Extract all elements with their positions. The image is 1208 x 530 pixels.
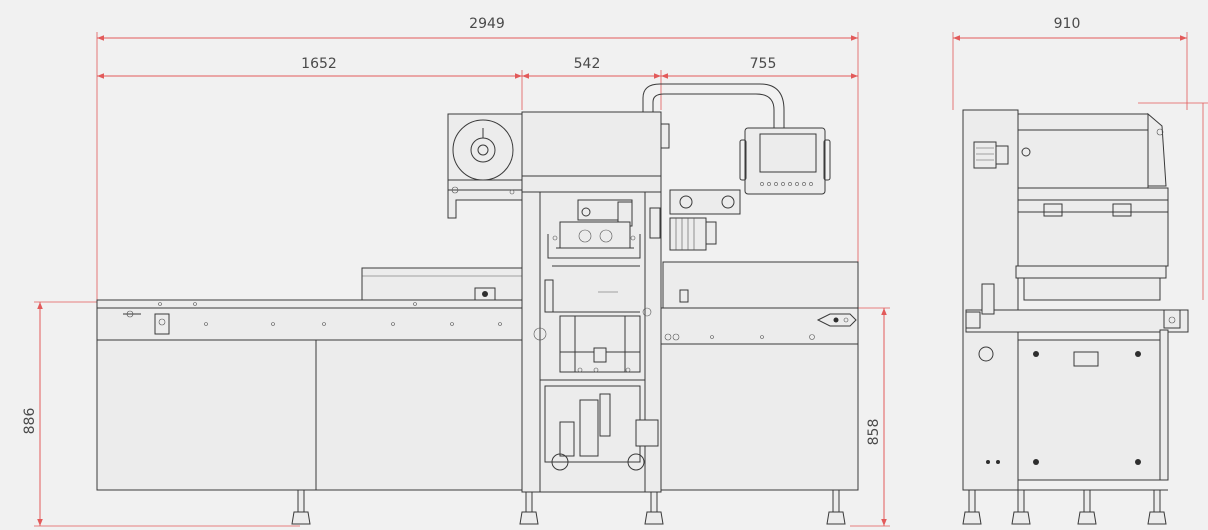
dim-label-station-width: 542 xyxy=(574,56,601,72)
dim-label-working-height: 858 xyxy=(866,419,882,446)
dim-label-infeed-length: 1652 xyxy=(301,56,337,72)
sealing-station xyxy=(519,111,670,525)
dimension-station-width: 542 xyxy=(521,56,662,110)
dim-label-overall-length: 2949 xyxy=(469,16,505,32)
outfeed-conveyor xyxy=(660,261,859,525)
front-view xyxy=(96,83,859,525)
dimension-side-width: 910 xyxy=(952,16,1188,110)
film-reel xyxy=(447,113,523,219)
side-view xyxy=(962,109,1189,525)
drive-motor xyxy=(669,189,741,251)
dimension-outfeed-length: 755 xyxy=(661,56,858,79)
dimension-working-height: 858 xyxy=(850,307,890,527)
spring-assembly xyxy=(973,141,1031,169)
dimension-side-partial xyxy=(1138,102,1208,300)
dim-label-side-width: 910 xyxy=(1054,16,1081,32)
dimension-overall-height: 886 xyxy=(22,301,300,527)
control-hose xyxy=(642,83,785,128)
infeed-conveyor xyxy=(96,267,523,525)
control-panel xyxy=(739,127,831,195)
dim-label-outfeed-length: 755 xyxy=(750,56,777,72)
dimension-infeed-length: 1652 xyxy=(97,56,522,79)
dim-label-overall-height: 886 xyxy=(22,408,38,435)
